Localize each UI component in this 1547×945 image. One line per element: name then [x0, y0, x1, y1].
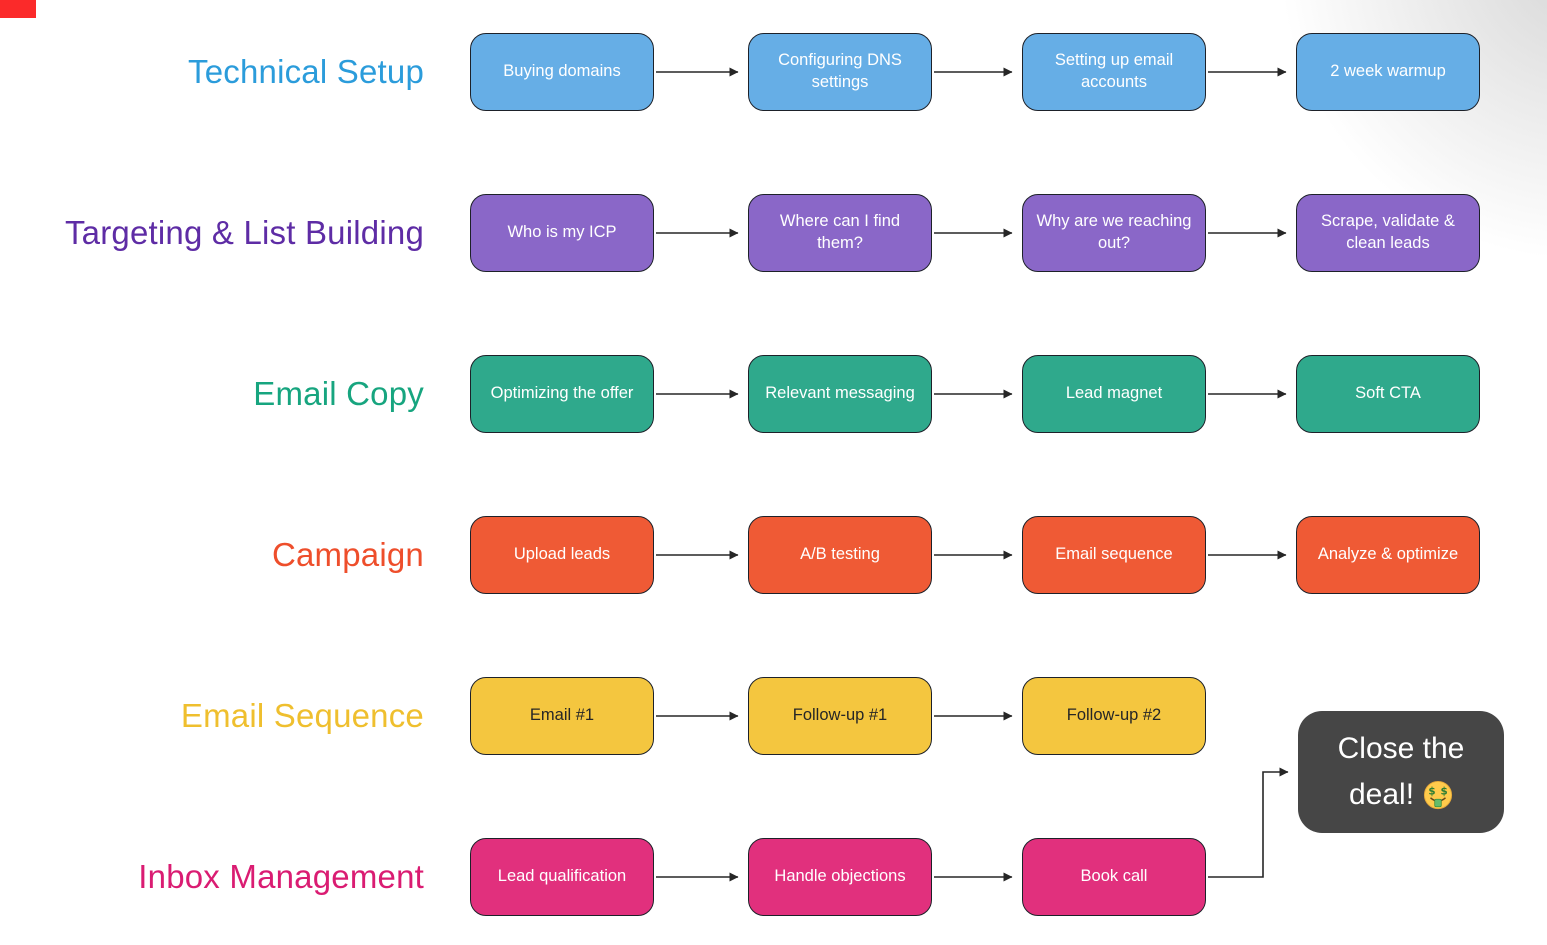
- flow-node: Relevant messaging: [748, 355, 932, 433]
- flow-node: Optimizing the offer: [470, 355, 654, 433]
- flow-node: Why are we reaching out?: [1022, 194, 1206, 272]
- row-label: Email Copy: [253, 375, 424, 412]
- flow-node: Buying domains: [470, 33, 654, 111]
- row-targeting-list-building: Targeting & List Building Who is my ICP …: [0, 194, 1547, 272]
- row-email-sequence: Email Sequence Email #1 Follow-up #1 Fol…: [0, 677, 1547, 755]
- flow-node: Email sequence: [1022, 516, 1206, 594]
- row-label: Campaign: [271, 536, 424, 573]
- flow-node: Follow-up #2: [1022, 677, 1206, 755]
- close-the-deal-node: Close the deal! 🤑 $ $: [1298, 711, 1504, 833]
- row-email-copy: Email Copy Optimizing the offer Relevant…: [0, 355, 1547, 433]
- flow-node: Configuring DNS settings: [748, 33, 932, 111]
- flow-node: Book call: [1022, 838, 1206, 916]
- flow-node: Lead qualification: [470, 838, 654, 916]
- flow-node: Analyze & optimize: [1296, 516, 1480, 594]
- svg-text:$: $: [1428, 786, 1435, 798]
- flow-node: Scrape, validate & clean leads: [1296, 194, 1480, 272]
- svg-text:$: $: [1441, 786, 1448, 798]
- row-label: Technical Setup: [188, 53, 424, 90]
- close-the-deal-line2: deal!: [1348, 778, 1415, 811]
- flow-node: Setting up email accounts: [1022, 33, 1206, 111]
- flow-node: Email #1: [470, 677, 654, 755]
- close-the-deal-line1: Close the: [1337, 731, 1465, 765]
- flow-node: Where can I find them?: [748, 194, 932, 272]
- flow-node: Upload leads: [470, 516, 654, 594]
- row-label: Email Sequence: [180, 697, 424, 734]
- row-label: Targeting & List Building: [64, 214, 424, 251]
- flow-node: Handle objections: [748, 838, 932, 916]
- row-label: Inbox Management: [138, 858, 424, 895]
- money-mouth-face-icon: $ $: [1423, 781, 1453, 810]
- row-campaign: Campaign Upload leads A/B testing Email …: [0, 516, 1547, 594]
- recording-indicator: [0, 0, 36, 18]
- flow-node: Lead magnet: [1022, 355, 1206, 433]
- flow-node: A/B testing: [748, 516, 932, 594]
- flow-node: 2 week warmup: [1296, 33, 1480, 111]
- row-inbox-management: Inbox Management Lead qualification Hand…: [0, 838, 1547, 916]
- row-technical-setup: Technical Setup Buying domains Configuri…: [0, 33, 1547, 111]
- flow-node: Who is my ICP: [470, 194, 654, 272]
- flow-node: Soft CTA: [1296, 355, 1480, 433]
- flow-node: Follow-up #1: [748, 677, 932, 755]
